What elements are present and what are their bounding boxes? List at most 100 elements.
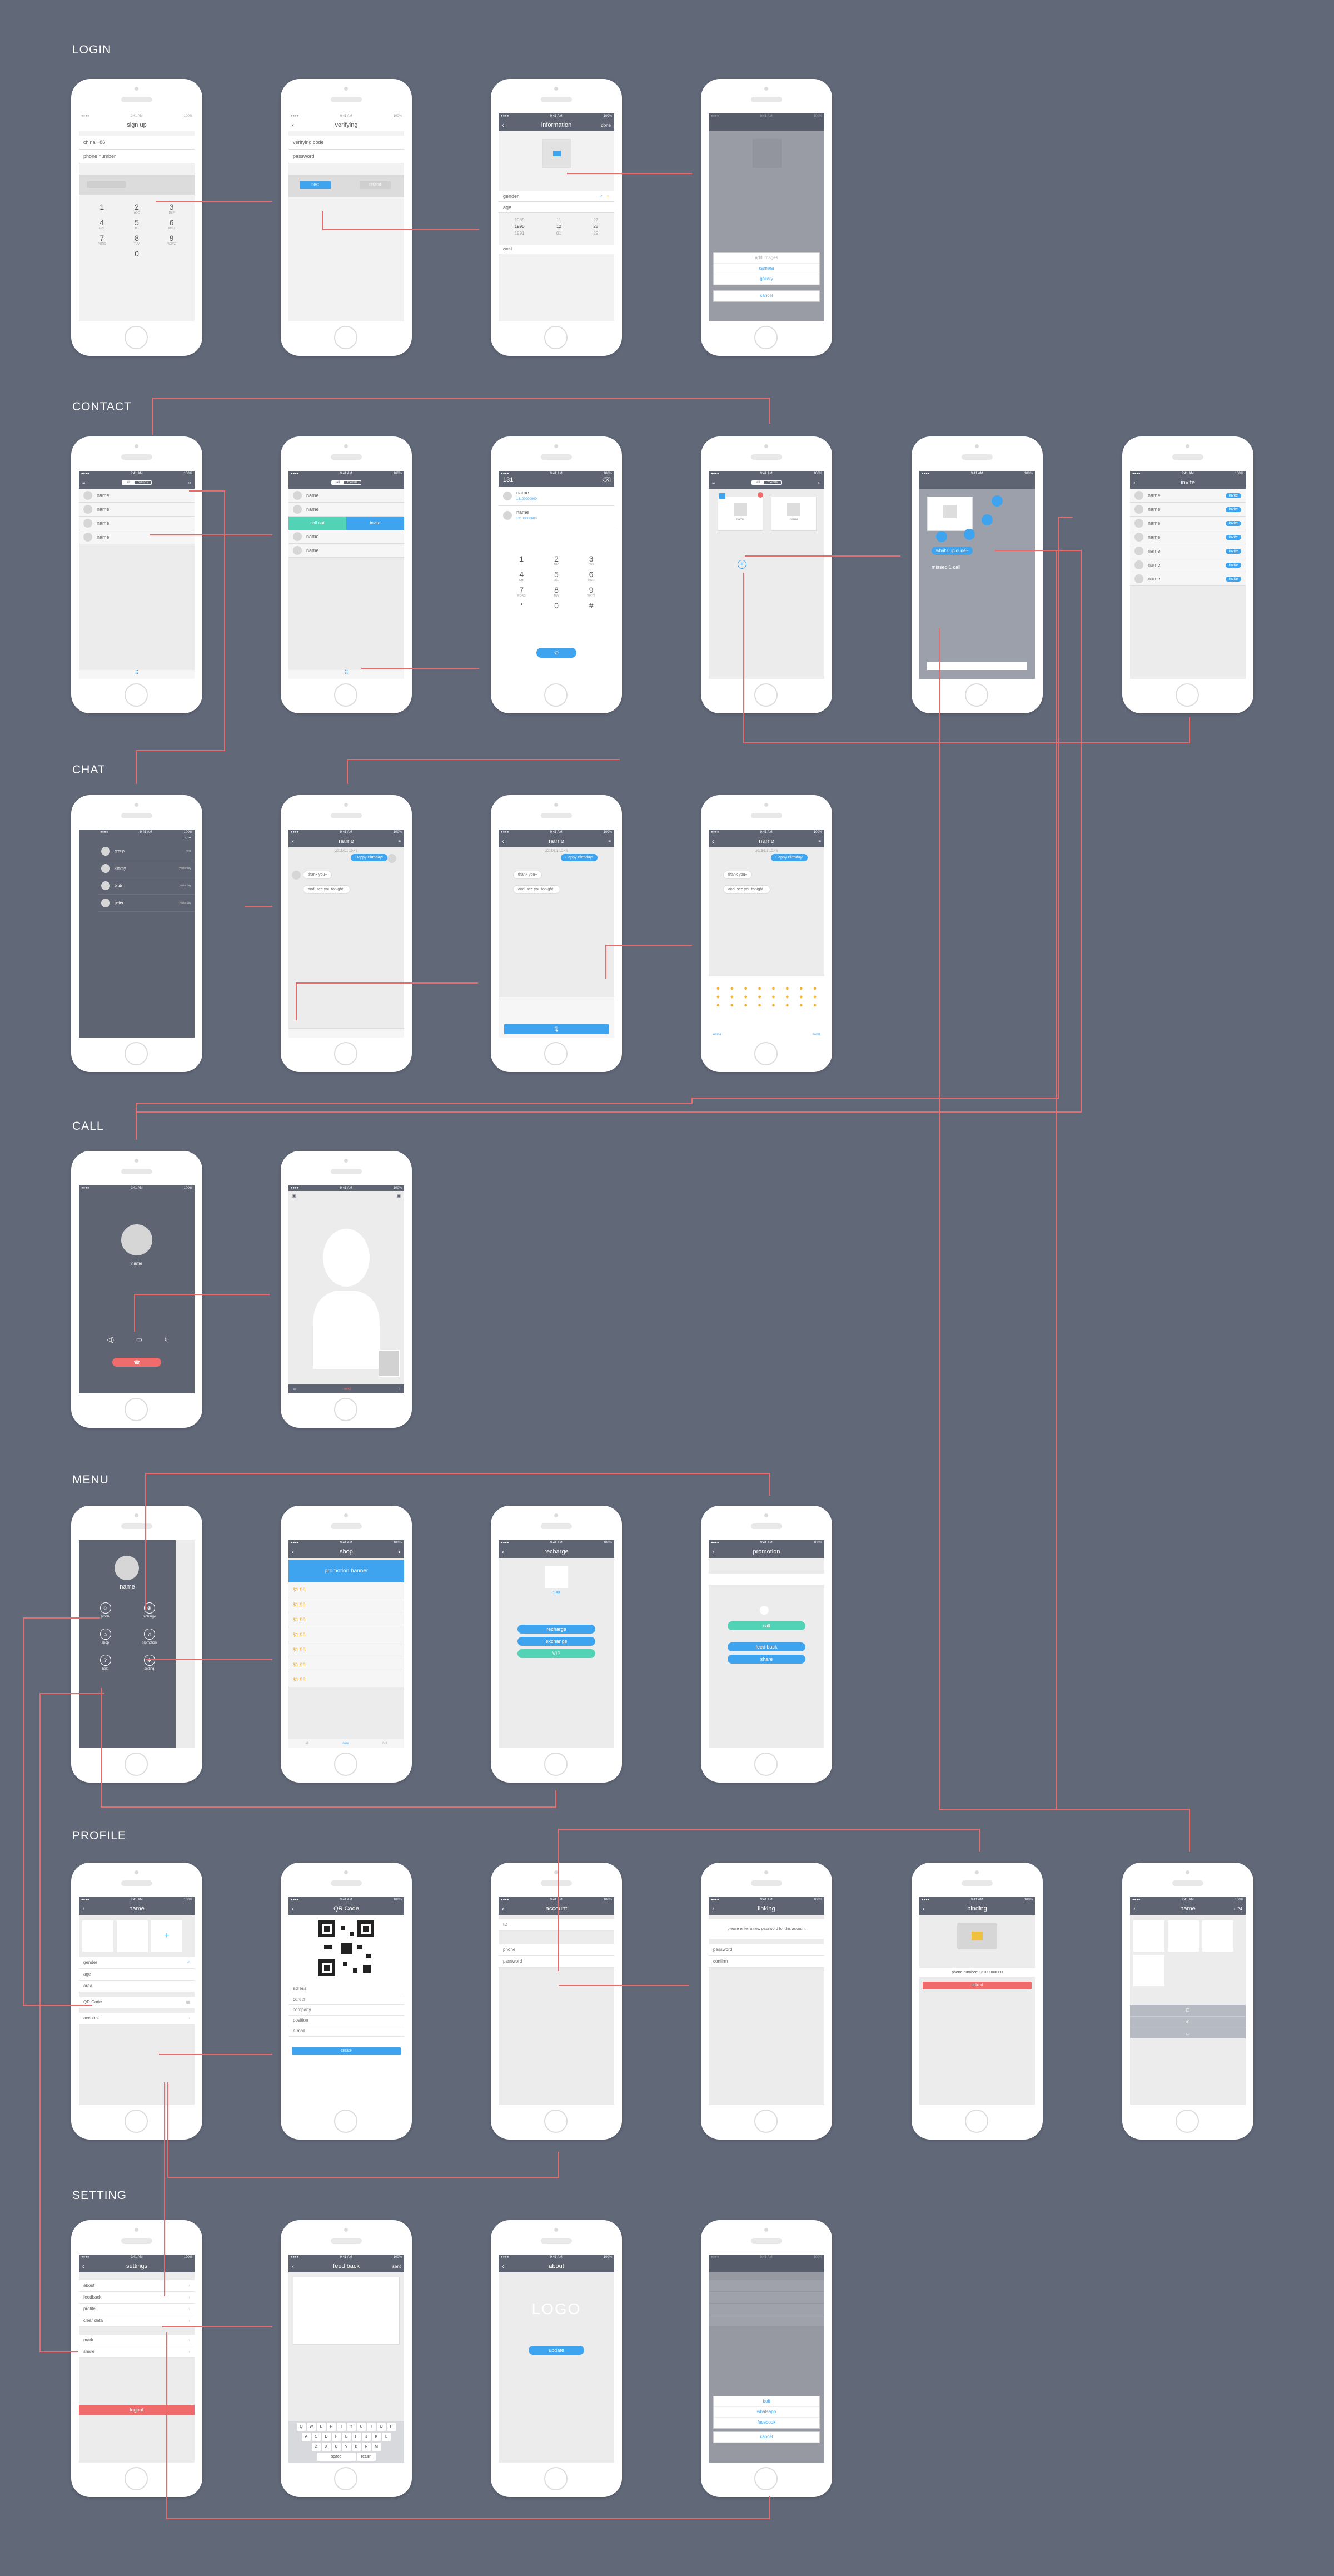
confirm-field[interactable]: confirm: [713, 1959, 728, 1964]
phone-row[interactable]: phone: [503, 1947, 516, 1952]
about-row[interactable]: about: [83, 2283, 95, 2288]
invite-button[interactable]: invite: [1225, 493, 1241, 498]
menu-item-shop[interactable]: ⌂shop: [83, 1629, 127, 1645]
search-icon[interactable]: ○: [818, 480, 821, 485]
tab-all[interactable]: all: [751, 481, 764, 484]
message-icon[interactable]: [936, 531, 947, 542]
share-option[interactable]: whatsapp: [714, 2407, 819, 2418]
menu-item-profile[interactable]: ☺profile: [83, 1602, 127, 1619]
message-sent[interactable]: Happy Birthday!: [351, 854, 387, 861]
share-row[interactable]: share: [83, 2349, 95, 2354]
dialpad-icon[interactable]: ⠿: [288, 670, 404, 679]
age-label[interactable]: age: [499, 202, 614, 213]
home-button[interactable]: [965, 683, 988, 707]
keyboard-key[interactable]: J: [362, 2433, 371, 2441]
back-icon[interactable]: ‹: [292, 121, 294, 129]
message-received[interactable]: thank you~: [513, 871, 542, 879]
camera-option[interactable]: camera: [714, 264, 819, 274]
keyboard-key[interactable]: Z: [312, 2443, 321, 2451]
back-icon[interactable]: ‹: [923, 1905, 925, 1913]
call-out-button[interactable]: call out: [288, 517, 346, 530]
back-icon[interactable]: ‹: [292, 2262, 294, 2270]
feedback-textarea[interactable]: [293, 2277, 400, 2345]
photo-tile[interactable]: [1133, 1955, 1164, 1986]
keypad-key[interactable]: 1: [519, 554, 524, 563]
send-button[interactable]: sent: [392, 2264, 401, 2269]
video-icon[interactable]: [964, 529, 975, 540]
chat-preview[interactable]: what's up dude~: [932, 547, 973, 555]
password-field[interactable]: password: [288, 150, 404, 163]
send-tab[interactable]: send: [812, 1033, 820, 1036]
recharge-button[interactable]: recharge: [517, 1625, 595, 1634]
keypad-key[interactable]: #: [589, 601, 594, 610]
qr-field-row[interactable]: career: [288, 1994, 404, 2005]
minimize-icon[interactable]: ▣: [396, 1193, 401, 1198]
invite-button[interactable]: invite: [1225, 548, 1241, 554]
home-button[interactable]: [334, 1398, 357, 1421]
home-button[interactable]: [334, 326, 357, 349]
photo-tile[interactable]: [82, 1920, 113, 1952]
area-row[interactable]: area: [83, 1983, 93, 1988]
contact-card[interactable]: name: [718, 497, 763, 531]
dialpad-icon[interactable]: ⠿: [79, 670, 195, 679]
info-icon[interactable]: ●: [398, 1549, 401, 1555]
home-button[interactable]: [754, 1042, 778, 1065]
profile-row[interactable]: profile: [83, 2306, 96, 2311]
search-icon[interactable]: ○ +: [185, 835, 191, 840]
home-button[interactable]: [544, 326, 568, 349]
keyboard-key[interactable]: G: [342, 2433, 351, 2441]
hold-to-talk-button[interactable]: 🎙: [504, 1024, 609, 1034]
home-button[interactable]: [965, 2110, 988, 2133]
keyboard-key[interactable]: X: [322, 2443, 331, 2451]
tab-new[interactable]: new: [342, 1742, 349, 1745]
message-received[interactable]: and, see you tonight~: [513, 885, 561, 894]
video-icon[interactable]: ▭: [293, 1387, 297, 1391]
emoji-panel[interactable]: ●●●●●●●● ●●●●●●●● ●●●●●●●● emoji send: [709, 976, 824, 1038]
back-icon[interactable]: ‹: [292, 1548, 294, 1556]
male-icon[interactable]: ♂: [599, 193, 603, 199]
more-icon[interactable]: ≡: [608, 838, 611, 844]
camera-icon[interactable]: [719, 493, 725, 499]
keyboard-key[interactable]: D: [322, 2433, 331, 2441]
done-button[interactable]: done: [601, 122, 611, 128]
keyboard-key[interactable]: L: [382, 2433, 391, 2441]
tab-all[interactable]: all: [305, 1742, 309, 1745]
switch-camera-icon[interactable]: ▣: [292, 1193, 296, 1198]
contact-name[interactable]: name: [97, 534, 109, 540]
video-icon[interactable]: ▭: [136, 1336, 143, 1343]
cancel-option[interactable]: cancel: [714, 291, 819, 301]
tab-friends[interactable]: friends: [768, 481, 778, 484]
home-button[interactable]: [334, 683, 357, 707]
password-row[interactable]: password: [503, 1959, 522, 1964]
add-photo-icon[interactable]: +: [151, 1920, 182, 1952]
message-received[interactable]: thank you~: [723, 871, 753, 879]
contact-name[interactable]: name: [97, 520, 109, 526]
message-input[interactable]: [288, 1028, 404, 1038]
back-icon[interactable]: ‹: [1133, 479, 1136, 487]
create-button[interactable]: create: [292, 2047, 401, 2055]
keypad-key[interactable]: [154, 249, 189, 258]
email-field[interactable]: email: [499, 245, 614, 254]
home-button[interactable]: [754, 2467, 778, 2490]
home-button[interactable]: [125, 1753, 148, 1776]
keyboard-key[interactable]: R: [327, 2423, 336, 2431]
next-button-disabled[interactable]: [87, 181, 126, 188]
shop-item[interactable]: $1.99: [288, 1612, 404, 1627]
home-button[interactable]: [125, 683, 148, 707]
result-name[interactable]: name: [516, 490, 529, 495]
keyboard-key[interactable]: N: [362, 2443, 371, 2451]
back-icon[interactable]: ‹: [82, 1905, 84, 1913]
photo-tile[interactable]: [117, 1920, 148, 1952]
invite-button[interactable]: invite: [1225, 534, 1241, 540]
keyboard-key[interactable]: A: [302, 2433, 311, 2441]
menu-item-setting[interactable]: ✻setting: [127, 1655, 171, 1671]
